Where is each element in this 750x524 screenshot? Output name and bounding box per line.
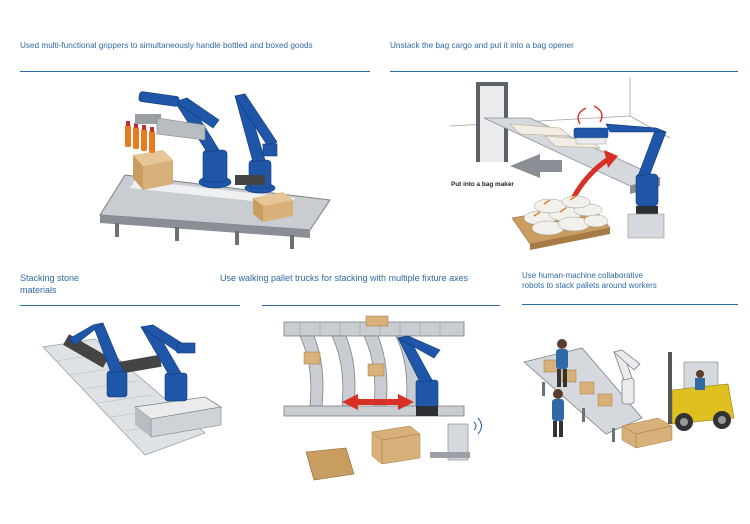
caption-collaborative: Use human-machine collaborative robots t… xyxy=(522,271,657,290)
illustration-collaborative-robots xyxy=(522,322,740,462)
caption-rule xyxy=(20,305,240,306)
caption-rule xyxy=(20,71,370,72)
caption-unstack-bags: Unstack the bag cargo and put it into a … xyxy=(390,41,574,50)
caption-stacking-stone: Stacking stone materials xyxy=(20,273,80,295)
label-bag-maker: Put into a bag maker xyxy=(451,181,514,188)
caption-walking-pallet: Use walking pallet trucks for stacking w… xyxy=(220,273,469,283)
illustration-walking-pallet xyxy=(280,314,495,484)
caption-rule xyxy=(390,71,738,72)
illustration-bag-unstacking xyxy=(450,78,670,253)
caption-rule xyxy=(262,305,500,306)
caption-rule xyxy=(522,304,738,305)
caption-multi-gripper: Used multi-functional grippers to simult… xyxy=(20,41,313,50)
illustration-gripper-palletizing xyxy=(95,80,335,250)
illustration-stone-stacking xyxy=(35,315,245,465)
